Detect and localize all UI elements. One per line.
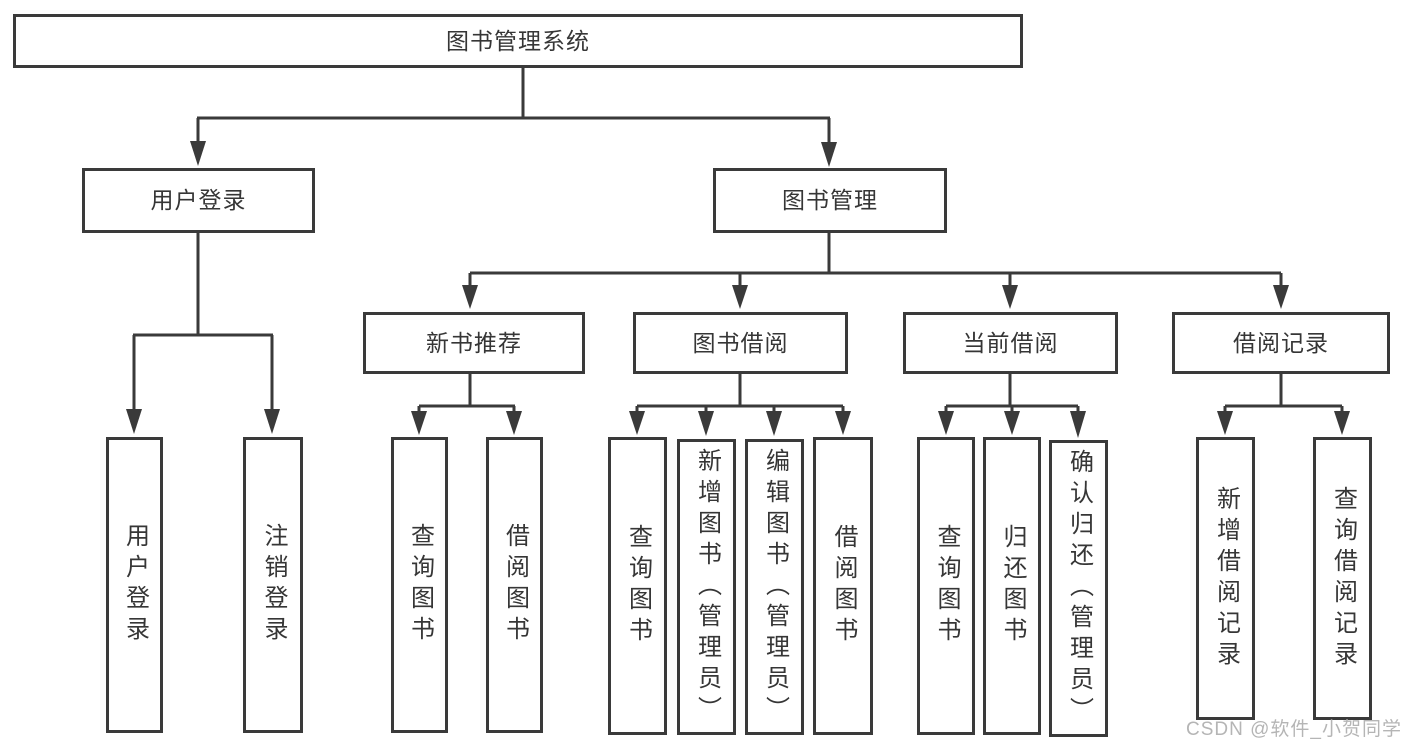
node-root: 图书管理系统 [13, 14, 1023, 68]
watermark: CSDN @软件_小贺同学 [1186, 719, 1402, 740]
node-user-login: 用户登录 [82, 168, 315, 233]
leaf-borrow-borrow-books: 借阅图书 [813, 437, 873, 735]
recommend-branch-connector [411, 373, 522, 435]
leaf-recommend-query-books: 查询图书 [391, 437, 448, 733]
leaf-current-return-books: 归还图书 [983, 437, 1041, 735]
leaf-records-query-record: 查询借阅记录 [1313, 437, 1372, 720]
leaf-user-login: 用户登录 [106, 437, 163, 733]
leaf-borrow-add-books-admin: 新增图书（管理员） [677, 439, 736, 735]
leaf-borrow-edit-books-admin: 编辑图书（管理员） [745, 439, 804, 735]
leaf-logout: 注销登录 [243, 437, 303, 733]
node-borrow-records: 借阅记录 [1172, 312, 1390, 374]
leaf-records-add-record: 新增借阅记录 [1196, 437, 1255, 720]
borrow-branch-connector [629, 373, 851, 436]
leaf-borrow-query-books: 查询图书 [608, 437, 667, 735]
current-branch-connector [938, 373, 1086, 438]
login-branch-connector [126, 231, 280, 434]
records-branch-connector [1217, 373, 1350, 435]
node-current-borrow: 当前借阅 [903, 312, 1118, 374]
node-new-book-recommend: 新书推荐 [363, 312, 585, 374]
leaf-current-confirm-return-admin: 确认归还（管理员） [1049, 440, 1108, 737]
node-book-management: 图书管理 [713, 168, 947, 233]
root-to-level2-connector [190, 67, 837, 167]
leaf-current-query-books: 查询图书 [917, 437, 975, 735]
management-to-level3-connector [462, 231, 1289, 309]
leaf-recommend-borrow-books: 借阅图书 [486, 437, 543, 733]
node-book-borrow: 图书借阅 [633, 312, 848, 374]
